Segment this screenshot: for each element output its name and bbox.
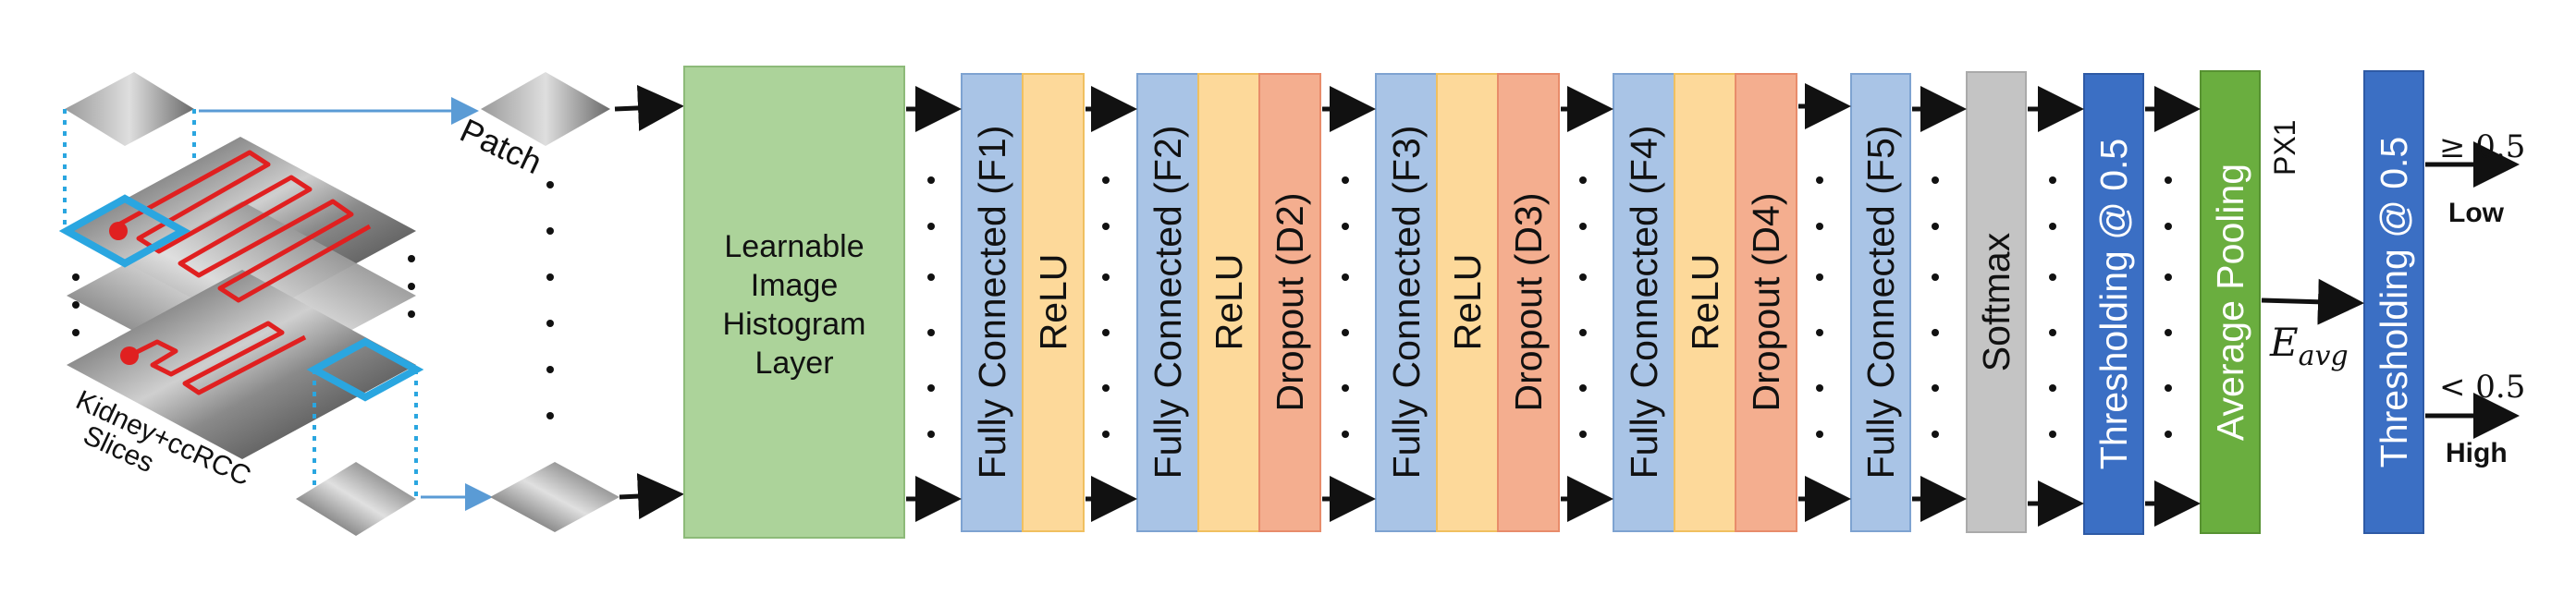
svg-text:Learnable: Learnable <box>724 229 864 264</box>
patch-path-top <box>114 150 372 303</box>
fc4-block <box>1613 73 1675 532</box>
relu2-label: ReLU <box>1208 254 1250 351</box>
patch-start-dot <box>120 346 139 365</box>
extracted-patch-top <box>481 72 610 146</box>
fc5-label: Fully Connected (F5) <box>1859 126 1902 480</box>
svg-text:Layer: Layer <box>754 346 833 381</box>
softmax-block <box>1966 71 2027 533</box>
low-label: Low <box>2448 198 2505 228</box>
dropout3-label: Dropout (D3) <box>1507 193 1550 412</box>
high-label: High <box>2446 438 2508 468</box>
patch-path-bottom <box>128 321 307 395</box>
fc5-block <box>1850 73 1911 532</box>
fc3-label: Fully Connected (F3) <box>1385 126 1428 480</box>
dropout2-label: Dropout (D2) <box>1269 193 1311 412</box>
softmax-label: Softmax <box>1975 232 2018 371</box>
fc4-label: Fully Connected (F4) <box>1623 126 1665 480</box>
threshold2-block <box>2363 70 2424 534</box>
histogram-layer-block <box>683 66 905 539</box>
avg-pool-label: Average Pooling <box>2209 164 2251 441</box>
ellipsis-dots <box>546 181 554 419</box>
ct-slice-stack: Kidney+ccRCC Slices <box>58 72 424 536</box>
dropout3-block <box>1497 73 1560 532</box>
svg-text:Histogram: Histogram <box>723 307 866 342</box>
bottom-patch-thumbnail <box>296 462 416 536</box>
fc2-label: Fully Connected (F2) <box>1147 126 1189 480</box>
histogram-layer-label: Learnable Image Histogram Layer <box>723 229 866 381</box>
ge-threshold-label: ≥ 0.5 <box>2439 128 2525 165</box>
extracted-patch-bottom <box>490 462 619 532</box>
px1-label: PX1 <box>2268 120 2301 176</box>
patch-selector-top <box>58 194 191 268</box>
avg-pool-block <box>2200 70 2261 534</box>
ct-slice-3 <box>67 270 416 459</box>
arrow <box>614 84 684 131</box>
relu4-label: ReLU <box>1684 254 1726 351</box>
patch-start-dot <box>109 222 128 240</box>
lt-threshold-label: < 0.5 <box>2439 369 2525 406</box>
dropout4-block <box>1735 73 1797 532</box>
ellipsis-dots <box>72 255 415 336</box>
top-patch-thumbnail <box>65 72 194 146</box>
relu3-label: ReLU <box>1446 254 1489 351</box>
threshold2-label: Thresholding @ 0.5 <box>2373 137 2415 468</box>
fc1-label: Fully Connected (F1) <box>971 126 1013 480</box>
relu4-block <box>1674 73 1736 532</box>
relu1-label: ReLU <box>1032 254 1074 351</box>
threshold1-block <box>2083 73 2144 535</box>
fc2-block <box>1136 73 1199 532</box>
dropout4-label: Dropout (D4) <box>1745 193 1787 412</box>
e-avg-label: Eavg <box>2269 320 2349 372</box>
arrow <box>619 473 684 520</box>
svg-text:Image: Image <box>751 268 839 303</box>
fc1-block <box>961 73 1024 532</box>
dropout2-block <box>1258 73 1321 532</box>
relu1-block <box>1022 73 1085 532</box>
connector-arrows <box>906 83 2520 527</box>
fc3-block <box>1375 73 1438 532</box>
ellipsis-dots <box>927 176 2172 438</box>
threshold1-label: Thresholding @ 0.5 <box>2092 139 2135 469</box>
relu3-block <box>1436 73 1499 532</box>
